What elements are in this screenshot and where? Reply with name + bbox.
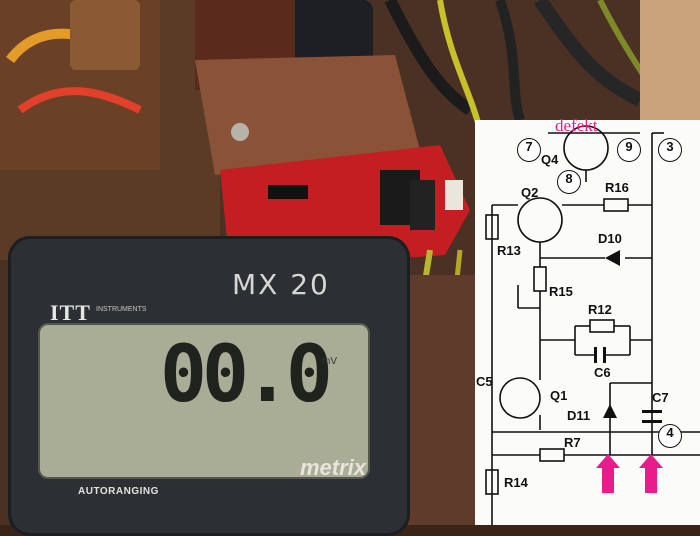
label-r14: R14 [504,475,528,490]
label-d10: D10 [598,231,622,246]
meter-model: MX 20 [232,268,330,301]
label-q2: Q2 [521,185,539,200]
node-8: 8 [557,170,581,194]
schematic-panel [475,120,700,525]
autoranging-label: AUTORANGING [78,486,159,497]
label-r15: R15 [549,284,573,299]
schematic-wiring [485,125,700,525]
label-r7: R7 [564,435,581,450]
label-q4: Q4 [541,152,559,167]
label-r16: R16 [605,180,629,195]
node-7: 7 [517,138,541,162]
node-4: 4 [658,424,682,448]
label-d11: D11 [567,408,591,423]
meter-brand-sub: INSTRUMENTS [96,306,147,313]
label-r12: R12 [588,302,612,317]
lcd-unit: mV [322,356,337,367]
label-q1: Q1 [550,388,568,403]
lcd-display [38,323,370,479]
node-3: 3 [658,138,682,162]
label-c6: C6 [594,365,611,380]
node-9: 9 [617,138,641,162]
lcd-reading: 00.0 [160,330,333,420]
label-c7: C7 [652,390,669,405]
meter-brand: ITT [50,300,91,325]
meter-maker-logo: metrix [300,455,367,480]
label-c5: C5 [476,374,493,389]
defekt-annotation: defekt [555,116,598,135]
label-r13: R13 [497,243,521,258]
